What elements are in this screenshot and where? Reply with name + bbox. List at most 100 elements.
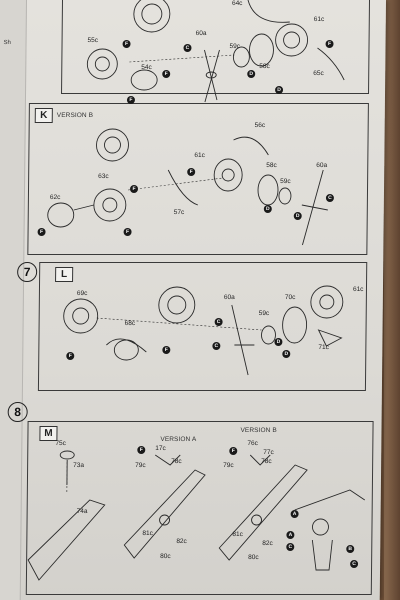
part-label: 61c xyxy=(194,152,205,159)
callout-dot-f: F xyxy=(325,40,334,48)
gun-17c xyxy=(154,454,181,466)
step-number-7: 7 xyxy=(17,262,38,282)
part-label: 61c xyxy=(352,286,364,293)
callout-dot-f: F xyxy=(229,447,238,455)
part-label: 82c xyxy=(262,540,273,547)
part-label: 60a xyxy=(223,294,235,301)
pilot-figure xyxy=(312,518,329,536)
ring-62c xyxy=(47,202,75,228)
callout-dot-f: F xyxy=(122,40,131,48)
part-label: 59c xyxy=(258,310,270,317)
callout-dot-c: C xyxy=(212,342,221,350)
engine-55c xyxy=(86,48,118,80)
part-label: 82c xyxy=(176,538,187,545)
part-label: 54c xyxy=(141,64,152,71)
version-label-k: VERSION B xyxy=(56,112,94,119)
callout-dot-f: F xyxy=(129,185,139,193)
part-label: 58c xyxy=(259,63,270,70)
version-label-m-b: VERSION B xyxy=(240,427,277,434)
panel-tag-k: K xyxy=(34,108,53,123)
cowling-56c xyxy=(233,136,269,156)
callout-dot-f: F xyxy=(37,228,46,236)
part-label: 81c xyxy=(142,530,153,537)
callout-dot-d: D xyxy=(275,86,284,94)
part-label: 78c xyxy=(171,458,182,465)
ring-54c xyxy=(130,69,158,91)
spinner-59c-l xyxy=(261,325,276,345)
figure-80c-b xyxy=(251,514,263,526)
washer-75c xyxy=(59,450,75,460)
part-label: 69c xyxy=(76,290,88,297)
part-label: 64c xyxy=(231,0,243,7)
part-71c xyxy=(317,329,343,347)
part-label: 80c xyxy=(248,554,259,561)
callout-dot-c: C xyxy=(214,318,223,326)
part-label: 79c xyxy=(223,462,234,469)
part-label: 59c xyxy=(280,178,291,185)
ring-68c xyxy=(106,338,147,353)
callout-dot-c: C xyxy=(350,560,359,568)
engine-gear-top xyxy=(133,0,171,33)
part-label: 60a xyxy=(195,30,207,37)
engine-k-left xyxy=(96,128,129,162)
part-label: 59c xyxy=(229,43,241,50)
callout-dot-d: D xyxy=(247,70,256,78)
callout-dot-d: D xyxy=(293,212,302,220)
part-label: 77c xyxy=(263,449,274,456)
part-label: 57c xyxy=(173,209,185,216)
engine-69c xyxy=(63,298,99,334)
callout-dot-a: A xyxy=(286,531,295,539)
callout-dot-c: C xyxy=(325,194,334,202)
callout-dot-f: F xyxy=(126,96,135,104)
part-label: 70c xyxy=(284,294,296,301)
engine-58c-top xyxy=(275,23,309,57)
part-label: 56c xyxy=(254,122,266,129)
part-label: 63c xyxy=(98,173,109,180)
engine-58c-k xyxy=(213,158,243,192)
callout-dot-f: F xyxy=(123,228,132,236)
callout-dot-d: D xyxy=(263,205,272,213)
wing-version-b xyxy=(218,464,308,561)
callout-dot-d: D xyxy=(274,338,283,346)
part-label: 75c xyxy=(55,440,66,447)
figure-80c-a xyxy=(159,514,171,526)
part-label: 61c xyxy=(313,16,325,23)
callout-dot-b: B xyxy=(346,545,355,553)
version-label-m-a: VERSION A xyxy=(160,436,197,443)
part-label: 60a xyxy=(316,162,328,169)
part-label: 76c xyxy=(247,440,258,447)
callout-dot-a: A xyxy=(290,510,299,518)
part-label: 81c xyxy=(232,531,243,538)
aircraft-silhouette xyxy=(294,489,366,511)
wing-version-a xyxy=(123,469,206,559)
line-art xyxy=(27,0,366,581)
propeller-60a-top xyxy=(204,49,218,101)
callout-dot-c: C xyxy=(286,543,295,551)
part-label: 65c xyxy=(313,70,324,77)
part-label: 73a xyxy=(73,462,85,469)
part-label: 79c xyxy=(135,462,146,469)
callout-dot-f: F xyxy=(162,346,171,354)
part-label: 80c xyxy=(160,553,171,560)
panel-l xyxy=(37,262,368,391)
engine-61c-l xyxy=(310,285,344,319)
engine-l-center xyxy=(158,286,196,324)
panel-k xyxy=(27,103,369,255)
part-label: 62c xyxy=(49,194,61,201)
step-number-8: 8 xyxy=(7,402,28,422)
part-label: 74a xyxy=(76,508,88,515)
part-label: 78c xyxy=(261,458,272,465)
panel-tag-l: L xyxy=(55,267,74,282)
callout-dot-c: C xyxy=(183,44,192,52)
callout-dot-f: F xyxy=(137,446,146,454)
callout-dot-f: F xyxy=(162,70,171,78)
instruction-sheet: Sh xyxy=(0,0,387,600)
callout-dot-d: D xyxy=(282,350,291,358)
spinner-59c-k xyxy=(278,187,292,205)
wing-74a xyxy=(27,499,106,581)
callout-dot-f: F xyxy=(187,168,196,176)
callout-dot-f: F xyxy=(66,352,75,360)
panel-tag-m: M xyxy=(39,426,58,441)
spinner-59c-top xyxy=(232,46,250,68)
part-label: 17c xyxy=(155,445,166,452)
